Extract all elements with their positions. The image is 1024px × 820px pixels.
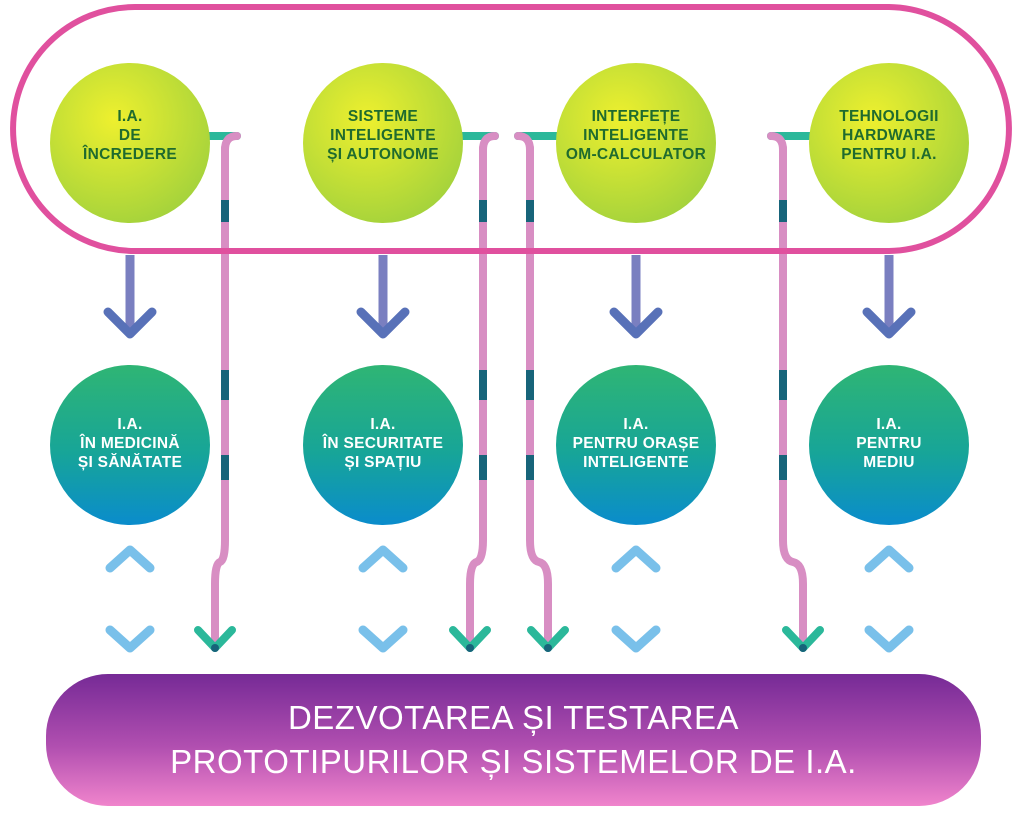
down-arrow-head xyxy=(862,307,916,339)
circle-label-line: DE xyxy=(118,126,142,144)
down-arrow-head xyxy=(609,307,663,339)
circle-label-line: ÎNCREDERE xyxy=(83,145,177,163)
down-arrow-head xyxy=(103,307,157,339)
circle-label-line: INTELIGENTE xyxy=(330,126,436,144)
route-arrow-dot xyxy=(466,644,474,652)
pink-route-line xyxy=(526,144,552,642)
circle-label-line: I.A. xyxy=(370,415,396,433)
circle-label-line: PENTRU I.A. xyxy=(841,145,937,163)
route-arrow-dot xyxy=(544,644,552,652)
top-topic-circle xyxy=(556,63,716,223)
circle-label-line: I.A. xyxy=(623,415,649,433)
double-arrow-head-down xyxy=(358,625,408,653)
top-topic-circle xyxy=(809,63,969,223)
top-topic-circle xyxy=(303,63,463,223)
circle-label-line: I.A. xyxy=(117,415,143,433)
double-arrow-head-down xyxy=(611,625,661,653)
double-arrow-head-up xyxy=(611,545,661,573)
circle-label-line: TEHNOLOGII xyxy=(839,107,939,125)
double-arrow-head-down xyxy=(105,625,155,653)
double-arrow-head-up xyxy=(864,545,914,573)
circle-label-line: I.A. xyxy=(117,107,143,125)
base-banner xyxy=(46,674,981,806)
research-areas-outline xyxy=(10,3,1012,254)
double-arrow-head-up xyxy=(358,545,408,573)
application-area-circle xyxy=(809,365,969,525)
pink-route-line xyxy=(466,144,487,642)
route-arrow-dot xyxy=(799,644,807,652)
circle-label-line: MEDIU xyxy=(863,453,915,471)
down-arrow-head xyxy=(356,307,410,339)
circle-label-line: ȘI AUTONOME xyxy=(327,145,439,163)
double-arrow-head-up xyxy=(105,545,155,573)
base-title-line-2: PROTOTIPURILOR ȘI SISTEMELOR DE I.A. xyxy=(170,743,857,780)
circle-label-line: OM-CALCULATOR xyxy=(565,145,707,163)
route-connector-curve xyxy=(479,132,499,154)
application-area-circle xyxy=(50,365,210,525)
circle-label-line: ȘI SPAȚIU xyxy=(344,453,422,471)
top-topic-circle xyxy=(50,63,210,223)
circle-label-line: PENTRU xyxy=(856,434,922,452)
pink-route-line xyxy=(779,144,807,642)
route-connector-curve xyxy=(221,132,241,154)
route-connector-curve xyxy=(514,132,534,154)
circle-label-line: ÎN SECURITATE xyxy=(322,434,444,452)
circle-label-line: HARDWARE xyxy=(842,126,936,144)
circle-label-line: INTERFEȚE xyxy=(591,107,681,125)
double-arrow-head-down xyxy=(864,625,914,653)
route-connector-curve xyxy=(767,132,787,154)
route-arrow-dot xyxy=(211,644,219,652)
pink-route-line xyxy=(211,144,229,642)
circle-label-line: I.A. xyxy=(876,415,902,433)
application-area-circle xyxy=(303,365,463,525)
application-area-circle xyxy=(556,365,716,525)
circle-label-line: PENTRU ORAȘE xyxy=(572,434,700,452)
circle-label-line: INTELIGENTE xyxy=(583,126,689,144)
circle-label-line: ÎN MEDICINĂ xyxy=(80,434,180,452)
base-title: DEZVOTAREA ȘI TESTAREA PROTOTIPURILOR ȘI… xyxy=(46,678,981,802)
circle-label-line: ȘI SĂNĂTATE xyxy=(77,453,183,471)
circle-label-line: INTELIGENTE xyxy=(583,453,689,471)
circle-label-line: SISTEME xyxy=(347,107,419,125)
base-title-line-1: DEZVOTAREA ȘI TESTAREA xyxy=(287,699,740,736)
